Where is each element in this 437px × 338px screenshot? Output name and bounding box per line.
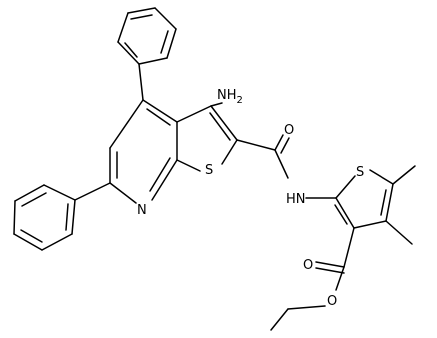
pyridine-nitrogen-label: N: [137, 203, 147, 218]
thiophene2-sulfur-label: S: [356, 165, 364, 180]
amide-oxygen-label: O: [284, 123, 294, 138]
ester-carbonyl-oxygen-label: O: [303, 258, 313, 273]
atom-labels: NH2 N S O HN S O O: [137, 88, 364, 309]
amino-group-label: NH2: [217, 88, 243, 106]
bond-lines: [13, 7, 416, 331]
thiophene-sulfur-label: S: [205, 163, 213, 178]
amide-nh-label: HN: [286, 192, 306, 207]
ester-oxygen-label: O: [327, 294, 337, 309]
